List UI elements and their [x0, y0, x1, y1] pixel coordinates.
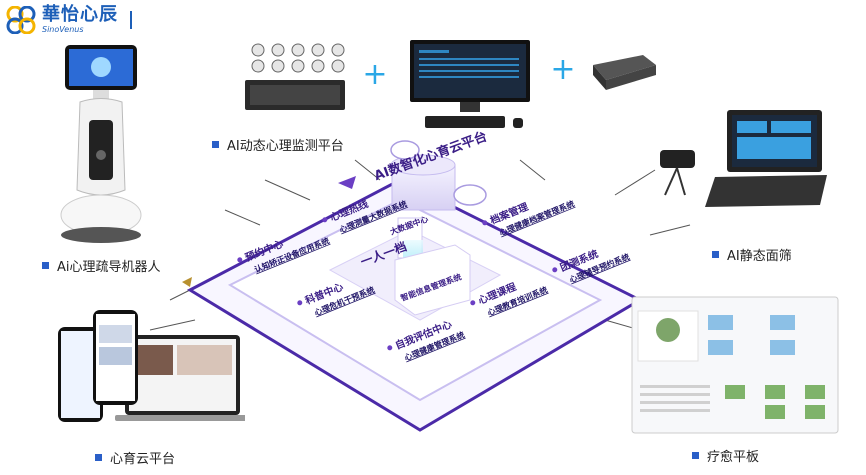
brand-logo: 華怡心辰 SinoVenus [6, 6, 132, 34]
bullet-icon [692, 452, 699, 459]
mobile-devices-illustration [58, 310, 245, 422]
module-dot-icon [322, 217, 328, 223]
plus-left: + [362, 60, 387, 90]
server-camera-illustration [245, 43, 345, 110]
robot-illustration [60, 45, 142, 243]
caption-text: AI动态心理监测平台 [227, 139, 344, 154]
logo-divider [130, 11, 132, 29]
plus-right: + [550, 55, 575, 85]
accent-flag [338, 176, 356, 189]
brand-name-en: SinoVenus [42, 25, 84, 34]
caption-text: 疗愈平板 [707, 450, 760, 465]
monitor-illustration [410, 40, 530, 128]
caption-text: 心育云平台 [110, 452, 176, 467]
module-dot-icon [470, 300, 476, 306]
clover-logo-icon [6, 6, 36, 34]
plus-sign-2: + [550, 55, 575, 85]
caption-static-screening: AI静态面筛 [712, 245, 792, 264]
bullet-icon [42, 262, 49, 269]
caption-tablet: 疗愈平板 [692, 446, 759, 465]
bullet-icon [212, 141, 219, 148]
module-dot-icon [387, 345, 393, 351]
cloud-decoration [390, 140, 487, 206]
central-tower [390, 154, 471, 316]
caption-cloud-platform: 心育云平台 [95, 448, 175, 467]
plus-sign: + [362, 60, 387, 90]
accent-flag-small [182, 277, 192, 287]
bullet-icon [712, 251, 719, 258]
caption-text: Ai心理疏导机器人 [57, 260, 161, 275]
module-dot-icon [237, 257, 243, 263]
caption-text: AI静态面筛 [727, 249, 792, 264]
caption-monitor-platform: AI动态心理监测平台 [212, 135, 344, 154]
tablet-illustration [631, 296, 839, 434]
laptop-camera-illustration [660, 110, 827, 207]
bullet-icon [95, 454, 102, 461]
module-dot-icon [552, 267, 558, 273]
rack-server-illustration [593, 55, 656, 90]
brand-name: 華怡心辰 [42, 4, 118, 25]
module-dot-icon [297, 300, 303, 306]
module-dot-icon [482, 220, 488, 226]
caption-robot: Ai心理疏导机器人 [42, 256, 161, 275]
